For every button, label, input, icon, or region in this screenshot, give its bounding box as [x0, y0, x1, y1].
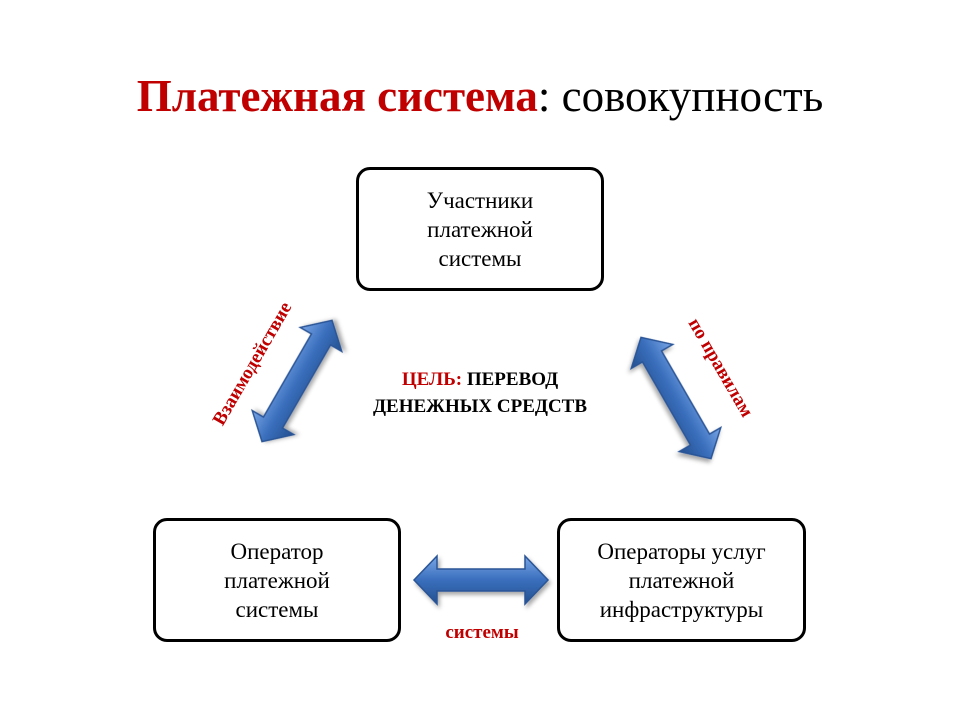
box-participants: Участники платежной системы — [356, 167, 604, 291]
double-arrow-left — [250, 319, 344, 443]
double-arrow-right — [629, 336, 723, 460]
double-arrow-bottom — [412, 554, 550, 606]
relation-label-system: системы — [445, 622, 519, 643]
goal-line1: ПЕРЕВОД — [462, 369, 559, 390]
page-title: Платежная система: совокупность — [0, 66, 960, 126]
goal-line2: ДЕНЕЖНЫХ СРЕДСТВ — [372, 396, 588, 417]
box-infrastructure-operators: Операторы услуг платежной инфраструктуры — [557, 518, 806, 642]
title-accent: Платежная система — [136, 71, 538, 121]
box-operator: Оператор платежной системы — [153, 518, 401, 642]
title-rest: : совокупность — [537, 71, 824, 121]
goal-text: ЦЕЛЬ: ПЕРЕВОД ДЕНЕЖНЫХ СРЕДСТВ — [330, 366, 630, 420]
goal-label: ЦЕЛЬ: — [401, 369, 463, 390]
